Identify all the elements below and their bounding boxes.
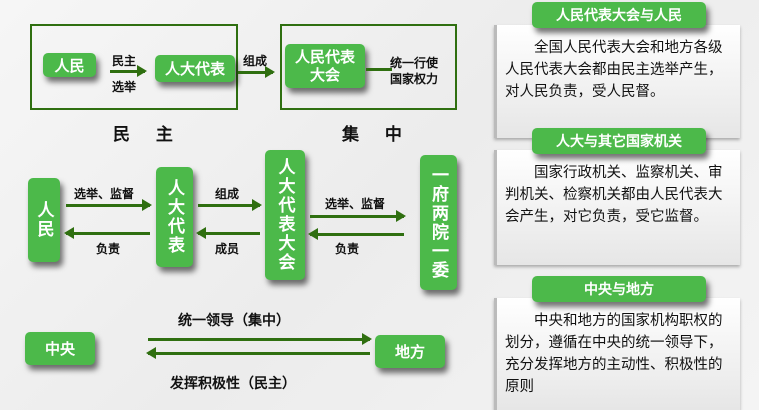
arrow-compose <box>238 66 275 78</box>
panel-text: 全国人民代表大会和地方各级人民代表大会都由民主选举产生，对人民负责，受人民督。 <box>505 40 723 100</box>
arrow-npc-to-rep <box>196 227 260 239</box>
panel-npc-organs: 国家行政机关、监察机关、审判机关、检察机关都由人民代表大会产生，对它负责，受它监… <box>494 150 740 265</box>
centralism-frame <box>280 24 457 110</box>
label-member: 成员 <box>215 242 240 256</box>
label-xuanju: 选举 <box>112 80 137 94</box>
arrow-npc-to-gov <box>310 210 406 222</box>
box-npc-top: 人民代表大会 <box>285 44 365 88</box>
connector-line <box>366 68 392 71</box>
label-unified-leadership: 统一领导（集中） <box>178 313 290 329</box>
panel-title-npc-organs: 人大与其它国家机关 <box>532 128 706 154</box>
label-elect-supervise-2: 选举、监督 <box>325 197 386 211</box>
panel-text: 国家行政机关、监察机关、审判机关、检察机关都由人民代表大会产生，对它负责，受它监… <box>505 165 723 225</box>
caption-democracy: 民 主 <box>113 125 183 145</box>
arrow-elect <box>110 65 147 77</box>
label-power: 统一行使国家权力 <box>390 56 439 86</box>
panel-npc-people: 全国人民代表大会和地方各级人民代表大会都由民主选举产生，对人民负责，受人民督。 <box>494 25 740 138</box>
arrow-rep-to-people <box>64 227 150 239</box>
box-people: 人民 <box>28 178 60 262</box>
arrow-people-to-rep <box>66 199 152 211</box>
panel-title-npc-people: 人民代表大会与人民 <box>532 2 706 28</box>
panel-text: 中央和地方的国家机构职权的划分，遵循在中央的统一领导下，充分发挥地方的主动性、积… <box>505 313 723 395</box>
box-local: 地方 <box>375 335 445 368</box>
label-responsible-2: 负责 <box>335 242 360 256</box>
box-npc: 人大代表大会 <box>265 150 305 280</box>
arrow-central-to-local <box>148 333 372 345</box>
arrow-local-to-central <box>146 347 370 359</box>
label-elect-supervise-1: 选举、监督 <box>74 187 135 201</box>
panel-title-central-local: 中央与地方 <box>532 276 706 302</box>
box-central: 中央 <box>25 332 95 365</box>
box-npc-rep: 人大代表 <box>156 167 193 267</box>
label-responsible-1: 负责 <box>96 242 121 256</box>
caption-centralism: 集 中 <box>342 125 412 145</box>
box-gov-organs: 一府两院一委 <box>420 155 457 290</box>
box-npc-rep-top: 人大代表 <box>155 55 235 82</box>
panel-central-local: 中央和地方的国家机构职权的划分，遵循在中央的统一领导下，充分发挥地方的主动性、积… <box>494 298 740 410</box>
label-initiative: 发挥积极性（民主） <box>170 376 296 392</box>
democracy-frame <box>30 24 238 110</box>
box-people-top: 人民 <box>43 53 96 77</box>
label-minzhu: 民主 <box>112 54 137 68</box>
arrow-rep-to-npc <box>198 199 262 211</box>
arrow-gov-to-npc <box>308 228 404 240</box>
label-compose: 组成 <box>215 187 240 201</box>
label-zucheng: 组成 <box>243 54 268 68</box>
